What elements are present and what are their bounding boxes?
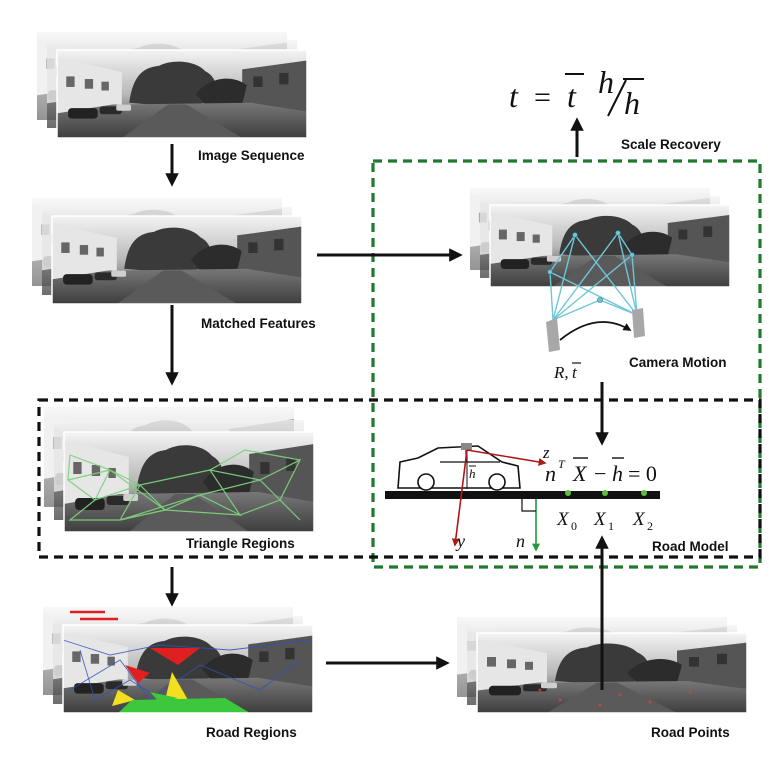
svg-text:X: X [572, 461, 588, 486]
svg-text:−: − [594, 461, 606, 486]
svg-text:0: 0 [571, 519, 577, 533]
road-regions-label: Road Regions [206, 725, 297, 740]
svg-text:h: h [624, 85, 640, 121]
triangle-regions-label: Triangle Regions [186, 536, 295, 551]
camera-right-icon [632, 308, 645, 338]
car-wheel [418, 474, 434, 490]
camera-left-icon [546, 318, 560, 352]
svg-text:X: X [556, 509, 570, 530]
car-wheel [489, 474, 505, 490]
road-plane-equation: n T X − h = 0 [545, 457, 657, 486]
motion-arc [560, 322, 630, 340]
svg-text:t: t [567, 78, 577, 114]
road-regions-stack [43, 607, 313, 713]
svg-text:X: X [593, 509, 607, 530]
triangle-regions-stack [44, 407, 314, 532]
road-model-label: Road Model [652, 539, 729, 554]
svg-text:= 0: = 0 [628, 461, 657, 486]
y-label: y [455, 531, 465, 551]
road-point-labels: X 0 X 1 X 2 [556, 509, 653, 533]
svg-text:2: 2 [647, 519, 653, 533]
camera-icon [461, 443, 472, 450]
svg-text:X: X [632, 509, 646, 530]
motion-R-label: R, [553, 363, 569, 382]
svg-text:n: n [545, 461, 556, 486]
matched-features-label: Matched Features [201, 316, 316, 331]
svg-text:1: 1 [608, 519, 614, 533]
camera-motion-label: Camera Motion [629, 355, 727, 370]
camera-motion-stack [470, 188, 730, 352]
n-label: n [516, 531, 525, 551]
image-sequence-label: Image Sequence [198, 148, 305, 163]
z-label: z [542, 443, 550, 462]
matched-features-stack [32, 198, 302, 304]
svg-text:T: T [558, 457, 566, 471]
svg-text:t: t [509, 78, 519, 114]
svg-text:h: h [598, 64, 614, 100]
road-plane [385, 491, 660, 499]
svg-text:h: h [612, 461, 623, 486]
motion-t-label: t [572, 363, 578, 382]
svg-text:=: = [534, 81, 551, 114]
scale-recovery-label: Scale Recovery [621, 137, 721, 152]
h-label: h [469, 466, 476, 481]
image-sequence-stack [37, 32, 307, 138]
road-points-label: Road Points [651, 725, 730, 740]
scale-formula: t = t h h [509, 64, 644, 121]
